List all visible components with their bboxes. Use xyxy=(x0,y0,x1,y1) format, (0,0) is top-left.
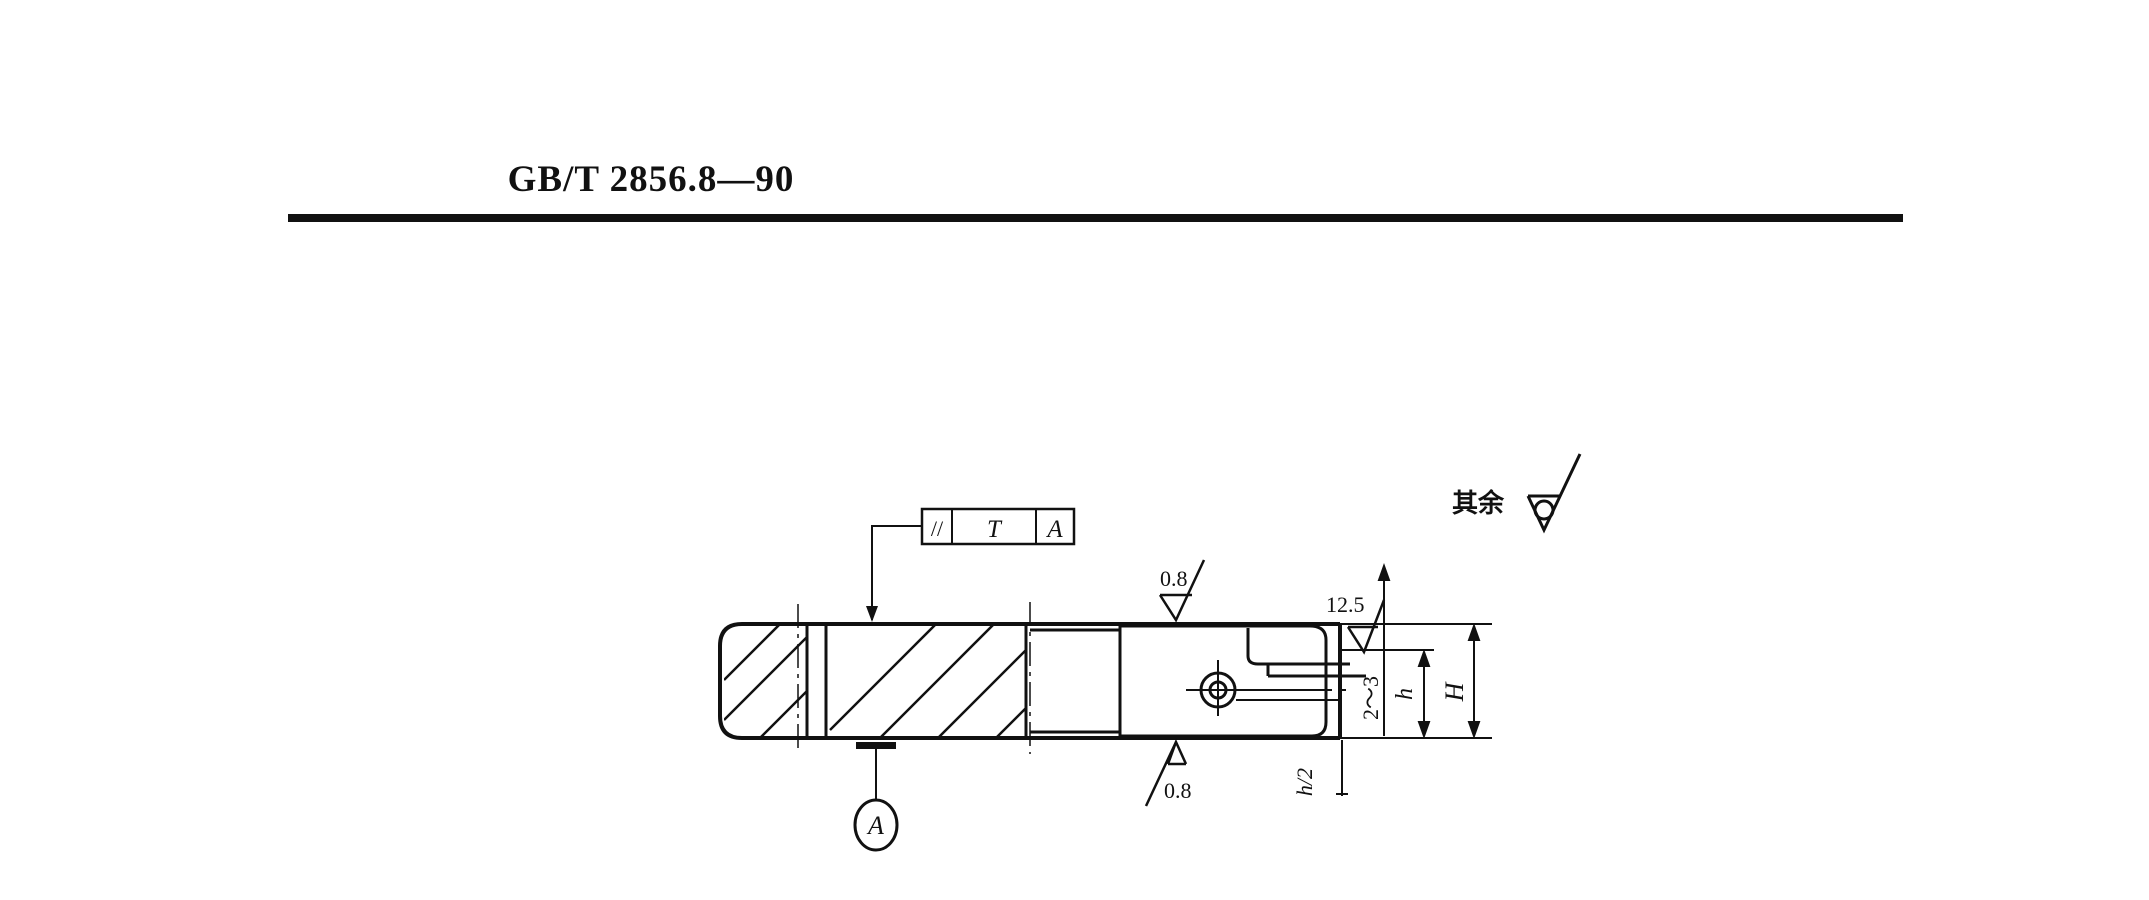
tolerance-symbol: // xyxy=(931,516,944,541)
header-rule xyxy=(288,214,1903,222)
centre-mark xyxy=(1186,660,1340,716)
thread-section xyxy=(1030,624,1366,738)
dimension-range: 2～3 xyxy=(1358,563,1391,736)
roughness-slot-value: 12.5 xyxy=(1326,592,1365,617)
tolerance-frame: // T A xyxy=(866,507,1076,622)
dimension-half-h: h/2 xyxy=(1292,689,1348,796)
roughness-bottom: 0.8 xyxy=(1144,738,1192,807)
part-outline xyxy=(718,622,1342,740)
dimension-h: h xyxy=(1340,649,1434,739)
roughness-bottom-value: 0.8 xyxy=(1164,778,1192,803)
roughness-slot: 12.5 xyxy=(1326,592,1386,655)
section-hatching xyxy=(724,626,1026,736)
dimension-half-h-label: h/2 xyxy=(1292,768,1317,796)
document-code: GB/T 2856.8—90 xyxy=(507,159,795,200)
dimension-h-label: h xyxy=(1392,688,1418,700)
remaining-roughness-label: 其余 xyxy=(1452,488,1505,519)
remaining-roughness-note: 其余 xyxy=(1452,453,1582,534)
datum-label: A xyxy=(866,811,884,840)
dimension-range-label: 2～3 xyxy=(1358,676,1383,720)
tolerance-datum: A xyxy=(1045,516,1063,543)
dimension-H-label: H xyxy=(1440,681,1469,702)
roughness-top: 0.8 xyxy=(1158,559,1206,623)
bore-lines xyxy=(797,602,1031,754)
tolerance-value: T xyxy=(987,516,1003,543)
roughness-top-value: 0.8 xyxy=(1160,566,1188,591)
dimension-H: H xyxy=(1340,623,1492,739)
datum-a-marker: A xyxy=(853,742,899,852)
